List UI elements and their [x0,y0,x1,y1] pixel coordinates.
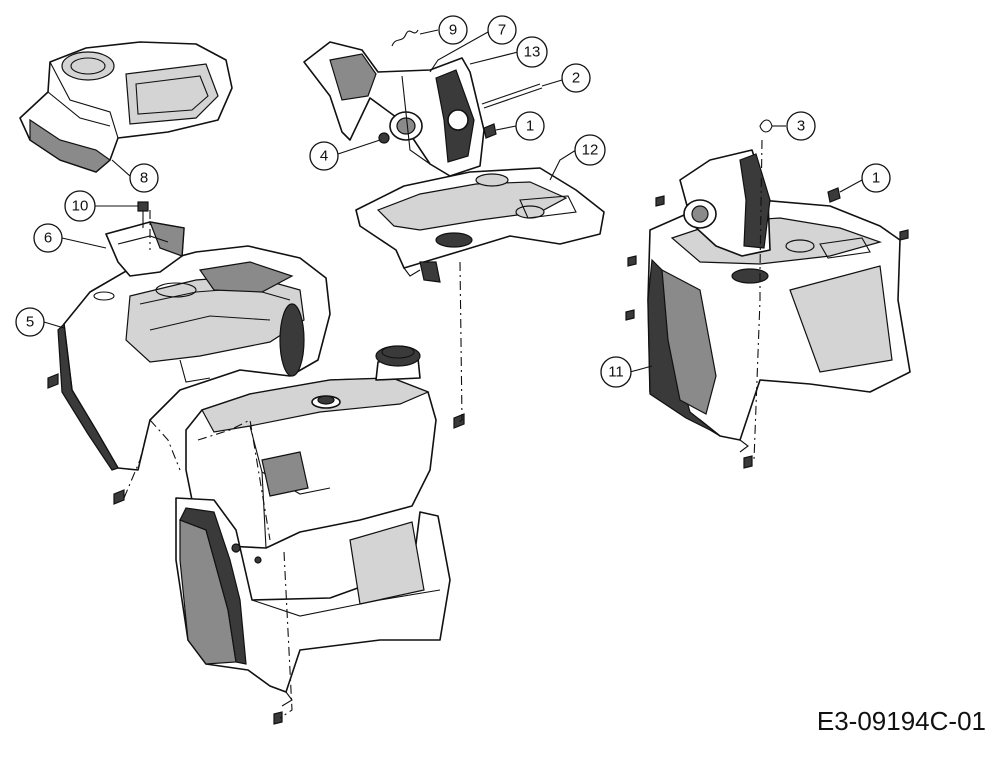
part-5-dash-housing [57,245,331,471]
hardware-fasteners [47,29,909,725]
assembly-lines [123,139,763,719]
callout-11: 11 [600,356,653,388]
callout-12-label: 12 [582,142,599,159]
callout-8-label: 8 [140,170,148,187]
callout-13: 13 [469,36,548,68]
callout-6-label: 6 [44,230,52,247]
callout-3-label: 3 [797,118,805,135]
part-12-foot-plate [355,167,605,283]
drawing-code: E3-09194C-01 [817,706,986,736]
callout-2: 2 [541,63,591,93]
callout-5-label: 5 [26,314,34,331]
callout-8: 8 [111,159,159,193]
part-6-bracket [105,221,185,277]
callout-10: 10 [64,190,138,222]
callout-1-right: 1 [839,163,891,193]
callout-4: 4 [309,139,381,171]
callout-1-right-label: 1 [872,170,880,187]
part-11-assembled-view [647,149,911,453]
callout-11-label: 11 [608,364,624,381]
callout-4-label: 4 [320,148,328,165]
part-8-dash-cover [19,41,233,173]
callout-5: 5 [15,307,65,337]
callout-7-label: 7 [498,22,506,39]
callout-12: 12 [549,134,606,181]
callout-1-center-label: 1 [526,118,534,135]
lower-front-fender [175,497,451,707]
callout-6: 6 [33,223,107,253]
callout-13-label: 13 [524,44,541,61]
part-13-tower-bracket [303,41,485,177]
callout-10-label: 10 [72,198,89,215]
callout-7: 7 [429,15,517,73]
callout-9: 9 [419,15,468,45]
callout-3: 3 [772,111,816,141]
fuel-tank [185,345,437,549]
callout-2-label: 2 [572,70,580,87]
callout-1-center: 1 [495,111,545,141]
callout-9-label: 9 [449,22,457,39]
